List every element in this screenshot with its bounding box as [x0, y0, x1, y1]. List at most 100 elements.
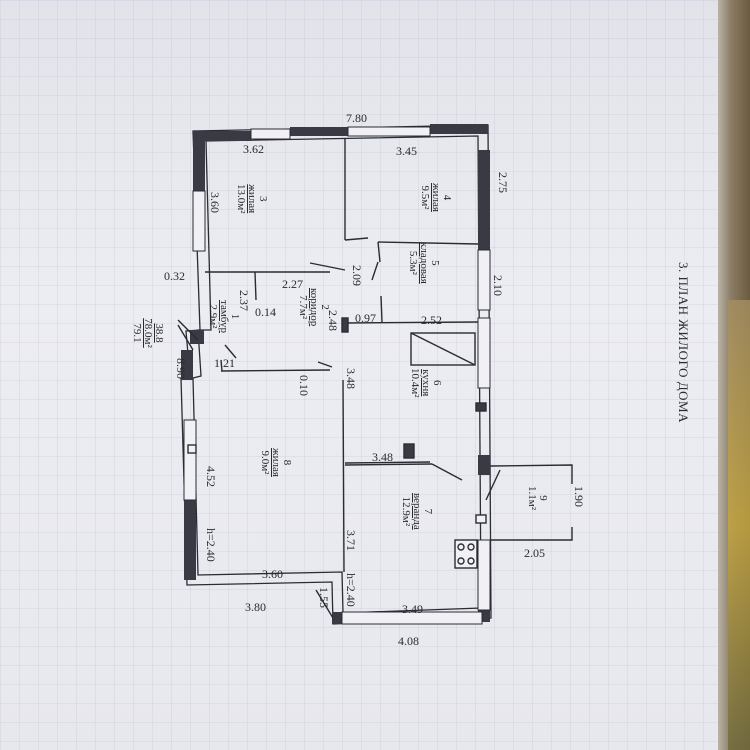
- dim-veranda-bottom-inner: 3.49: [402, 602, 423, 616]
- room-name: кладовая: [418, 242, 430, 284]
- window: [477, 317, 491, 389]
- room-7-label: 7 веранда 12.9м²: [400, 493, 434, 530]
- room-name: тамбур: [218, 300, 230, 333]
- burner: [457, 543, 465, 551]
- interior-wall: [344, 461, 431, 464]
- dim-tambur-side: 2.37: [237, 290, 251, 311]
- room-1-label: 1 тамбур 2.9м²: [207, 300, 241, 333]
- burner: [467, 543, 475, 551]
- room-area: 1.1м²: [526, 486, 538, 511]
- wall-seg: [190, 330, 204, 344]
- dim-porch-width: 1.90: [572, 486, 586, 507]
- table-cloth: [728, 300, 750, 750]
- dim-right-mid: 2.10: [491, 275, 505, 296]
- room-number: 9: [537, 495, 549, 501]
- room-3-label: 3 жилая 13.0м²: [235, 184, 269, 214]
- dim-veranda-bottom: 4.08: [398, 634, 419, 648]
- dim-left-upper: 3.60: [208, 192, 222, 213]
- dim-veranda-top: 3.48: [372, 450, 393, 464]
- grid-background: [0, 0, 720, 750]
- dim-corridor-width: 2.48: [326, 310, 340, 331]
- door: [309, 262, 346, 271]
- dim-pantry-left: 2.09: [350, 265, 364, 286]
- area-summary: 38.8 78.0м² 79.1: [131, 318, 165, 348]
- dim-tambur-small: 0.14: [255, 305, 276, 319]
- interior-wall: [254, 271, 257, 301]
- room-name: жилая: [246, 184, 258, 214]
- stove: [454, 539, 478, 569]
- room-name: коридор: [308, 288, 320, 327]
- room-area: 5.3м²: [407, 250, 419, 275]
- counter-line: [410, 332, 476, 366]
- interior-wall: [342, 379, 345, 573]
- interior-wall: [220, 359, 223, 372]
- room-area: 10.4м²: [409, 368, 421, 398]
- wall-seg: [478, 455, 490, 475]
- wall-seg: [478, 150, 490, 250]
- door: [177, 319, 199, 341]
- dim-veranda-height: h=2.40: [344, 573, 358, 607]
- dim-corridor-top: 2.27: [282, 277, 303, 291]
- door: [344, 237, 369, 241]
- dim-tambur-bottom: 1.21: [214, 356, 235, 370]
- dim-top-right: 3.45: [396, 144, 417, 158]
- room-area: 13.0м²: [235, 184, 247, 214]
- dim-left-lower: 4.52: [204, 466, 218, 487]
- window: [183, 419, 197, 501]
- room-number: 4: [441, 194, 453, 201]
- room-6-label: 6 кухня 10.4м²: [409, 368, 443, 398]
- room-name: кухня: [420, 369, 432, 397]
- wall-seg: [290, 127, 348, 136]
- interior-wall: [220, 369, 331, 372]
- dim-step-small: 1.55: [317, 587, 331, 608]
- room-area: 9.0м²: [259, 450, 271, 475]
- wall-seg: [332, 612, 342, 624]
- window: [477, 249, 491, 311]
- room-area: 12.9м²: [400, 496, 412, 527]
- room-number: 3: [257, 196, 269, 202]
- wall-post: [341, 317, 349, 333]
- dim-bottom-left: 3.80: [245, 600, 266, 614]
- door: [224, 344, 237, 359]
- porch-outline: [489, 464, 573, 484]
- interior-wall: [377, 241, 381, 263]
- room-number: 8: [281, 459, 293, 466]
- dim-top-left: 3.62: [243, 142, 264, 156]
- chimney: [403, 443, 415, 459]
- interior-wall: [377, 241, 479, 245]
- burner: [467, 557, 475, 565]
- wall-post: [475, 402, 487, 412]
- page-title: 3. ПЛАН ЖИЛОГО ДОМА: [676, 262, 691, 424]
- area-line2: 78.0м²: [142, 318, 154, 348]
- room-area: 2.9м²: [207, 304, 219, 329]
- leader-line: [315, 589, 334, 619]
- window: [477, 539, 491, 611]
- window: [341, 611, 483, 625]
- dim-veranda-left: 3.71: [344, 530, 358, 551]
- room-name: жилая: [430, 183, 442, 212]
- room-number: 5: [429, 260, 441, 266]
- door: [371, 261, 379, 281]
- room-4-label: 4 жилая 9.5м²: [419, 183, 453, 212]
- room-number: 7: [422, 508, 434, 515]
- interior-wall: [344, 463, 433, 466]
- area-line3: 79.1: [131, 323, 143, 343]
- room-area: 9.5м²: [419, 185, 431, 210]
- room-name: жилая: [270, 448, 282, 477]
- leader-line: [177, 324, 194, 351]
- dim-room8-small: 0.10: [297, 375, 311, 396]
- wall-seg: [430, 124, 488, 134]
- dim-left-total: 8.90: [174, 358, 188, 379]
- window: [192, 190, 206, 252]
- room-number: 6: [431, 380, 443, 386]
- room-5-label: 5 кладовая 5.3м²: [407, 242, 441, 284]
- kitchen-counter: [410, 332, 476, 366]
- dim-kitchen-left: 3.48: [344, 368, 358, 389]
- dim-right-upper: 2.75: [496, 172, 510, 193]
- door: [431, 463, 463, 481]
- room-8-label: 8 жилая 9.0м²: [259, 448, 293, 477]
- dim-top-total: 7.80: [346, 111, 367, 125]
- room-area: 7.7м²: [297, 295, 309, 320]
